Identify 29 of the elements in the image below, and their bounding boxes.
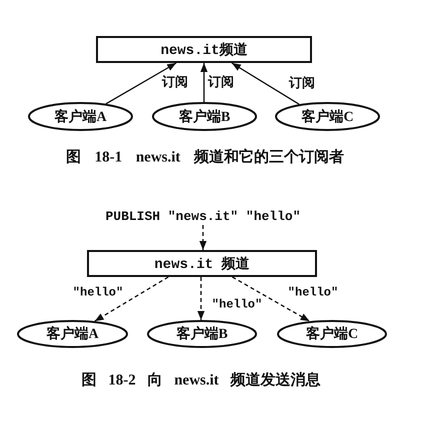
- client-ellipse: [152, 102, 257, 131]
- dashed-arrow: [232, 276, 310, 322]
- arrow: [106, 62, 177, 104]
- command-text: PUBLISH "news.it" "hello": [92, 207, 314, 225]
- client-ellipse: [17, 320, 128, 348]
- edge-label: 订阅: [161, 74, 189, 90]
- figure-caption: 图 18-1 news.it 频道和它的三个订阅者: [66, 148, 344, 166]
- client-name: 客户端C: [301, 108, 354, 126]
- channel-name: news.it 频道: [154, 255, 250, 272]
- arrow: [231, 62, 300, 105]
- client-name: 客户端B: [176, 325, 228, 343]
- client-name: 客户端A: [54, 108, 107, 126]
- channel-box: [96, 36, 312, 63]
- channel-box: [87, 250, 317, 277]
- figure-caption: 图 18-2 向 news.it 频道发送消息: [81, 370, 321, 390]
- client-name: 客户端B: [178, 108, 230, 126]
- dashed-arrow: [94, 276, 169, 322]
- client-ellipse: [275, 102, 380, 131]
- arrow: [200, 63, 208, 102]
- client-ellipse: [147, 320, 257, 348]
- dashed-arrow: [199, 225, 207, 250]
- client-ellipse: [28, 102, 133, 131]
- channel-name: news.it频道: [160, 41, 248, 58]
- edge-label: 订阅: [288, 76, 316, 90]
- dashed-arrow: [197, 277, 205, 320]
- edge-label: 订阅: [207, 74, 235, 90]
- client-name: 客户端C: [306, 325, 358, 343]
- client-name: 客户端A: [46, 325, 99, 343]
- client-ellipse: [277, 320, 387, 348]
